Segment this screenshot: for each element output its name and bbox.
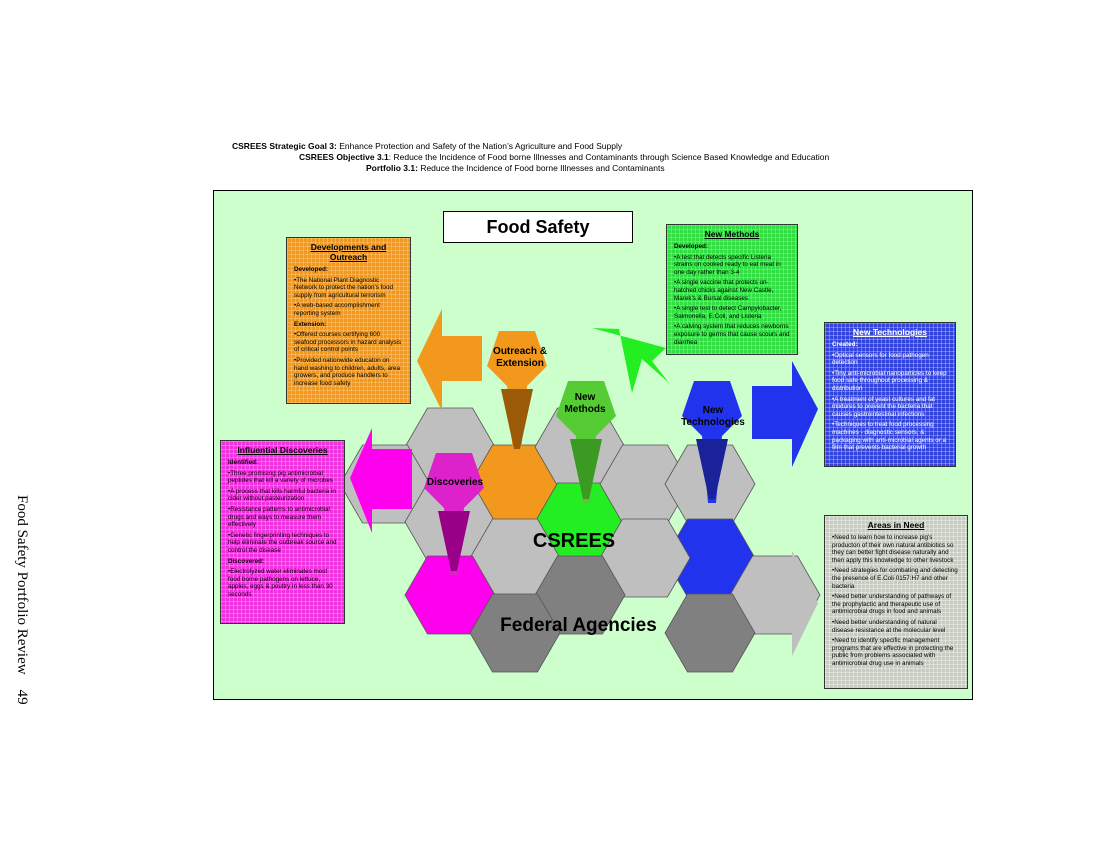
- orange-arrow: [417, 309, 482, 411]
- influential-box: Influential Discoveries Identified: •Thr…: [220, 440, 345, 624]
- diagram-panel: Food Safety Developments and Outreach De…: [213, 190, 973, 700]
- developments-box: Developments and Outreach Developed: •Th…: [286, 237, 411, 404]
- list-item: •Techniques to treat food processing mac…: [832, 421, 947, 452]
- developments-title: Developments and Outreach: [310, 242, 387, 262]
- technologies-funnel-label: New Technologies: [681, 405, 745, 428]
- list-item: •A test that detects specific Listeria s…: [674, 253, 781, 276]
- list-item: •The National Plant Diagnostic Network t…: [294, 276, 393, 299]
- list-item: •Optical sensors for food pathogen detec…: [832, 351, 929, 367]
- methods-funnel-core: [570, 439, 602, 499]
- list-item: •A web-based accomplishment reporting sy…: [294, 302, 380, 317]
- methods-funnel-label: New Methods: [564, 392, 606, 415]
- new-technologies-sub1: Created:: [832, 341, 858, 348]
- discoveries-funnel-core: [438, 511, 470, 571]
- new-methods-box: New Methods Developed: •A test that dete…: [666, 224, 798, 355]
- list-item: •Need better understanding of natural di…: [832, 618, 946, 634]
- goal-text: Enhance Protection and Safety of the Nat…: [336, 141, 623, 151]
- diagram-art: [339, 309, 821, 673]
- influential-sub1: Identified:: [228, 459, 259, 466]
- new-technologies-box: New Technologies Created: •Optical senso…: [824, 322, 956, 467]
- list-item: •Three promising pig antimicrobial pepti…: [228, 469, 333, 485]
- list-item: •A calving system that reduces newborns …: [674, 323, 790, 346]
- green-arrow: [592, 328, 669, 393]
- discoveries-funnel-label: Discoveries: [426, 477, 484, 488]
- list-item: •A treatment of yeast cultures and fat m…: [832, 395, 936, 418]
- list-item: •A single test to detect Campylobacter, …: [674, 305, 782, 320]
- objective-label: CSREES Objective 3.1: [299, 152, 389, 162]
- page-footer: Food Safety Portfolio Review 49: [14, 495, 30, 705]
- diagram-title: Food Safety: [443, 211, 633, 243]
- goal-label: CSREES Strategic Goal 3:: [232, 141, 337, 151]
- list-item: •Resistance patterns to antimicrobial dr…: [228, 505, 330, 529]
- portfolio-text: Reduce the Incidence of Food borne Illne…: [417, 163, 665, 173]
- list-item: •Need to learn how to increase pig’s pro…: [832, 534, 954, 564]
- influential-title: Influential Discoveries: [237, 445, 328, 455]
- list-item: •A process that kills harmful bacteria i…: [228, 487, 336, 503]
- areas-in-need-box: Areas in Need •Need to learn how to incr…: [824, 515, 968, 689]
- objective-text: : Reduce the Incidence of Food borne Ill…: [388, 152, 830, 162]
- diagram-hexagon: [664, 593, 756, 673]
- new-methods-sub1: Developed:: [674, 243, 708, 250]
- list-item: •Need strategies for combating and detec…: [832, 567, 958, 590]
- outreach-funnel-label: Outreach & Extension: [493, 346, 547, 369]
- list-item: •Need to identify specific management pr…: [832, 637, 954, 667]
- diagram-hexagon: [469, 593, 561, 673]
- list-item: •Offered courses certifying 600 seafood …: [294, 331, 402, 354]
- csrees-label: CSREES: [532, 530, 616, 552]
- blue-arrow: [752, 361, 818, 467]
- developments-sub1: Developed:: [294, 266, 328, 273]
- list-item: •Tiny anti-microbial nanoparticles to ke…: [832, 369, 947, 392]
- developments-sub2: Extension:: [294, 320, 327, 328]
- list-item: •Provided nationwide educaton on hand wa…: [294, 356, 401, 387]
- magenta-arrow: [350, 428, 412, 533]
- objective-line: CSREES Objective 3.1: Reduce the Inciden…: [299, 152, 829, 162]
- new-methods-title: New Methods: [704, 229, 760, 239]
- gray-arrow: [752, 551, 818, 656]
- areas-in-need-title: Areas in Need: [867, 520, 925, 530]
- list-item: •A single vaccine that protects un-hatch…: [674, 279, 774, 302]
- federal-agencies-label: Federal Agencies: [500, 615, 657, 636]
- influential-sub2: Discovered:: [228, 557, 265, 565]
- technologies-funnel-core: [696, 439, 728, 499]
- list-item: •Need better understanding of pathways o…: [832, 593, 952, 616]
- list-item: •Genetic fingerprinting techniques to he…: [228, 531, 337, 554]
- goal-line: CSREES Strategic Goal 3: Enhance Protect…: [232, 141, 622, 151]
- portfolio-label: Portfolio 3.1:: [366, 163, 418, 173]
- outreach-funnel-core: [501, 389, 533, 449]
- list-item: •Electrolyzed water eliminates most food…: [228, 568, 333, 598]
- portfolio-line: Portfolio 3.1: Reduce the Incidence of F…: [366, 163, 665, 173]
- new-technologies-title: New Technologies: [853, 327, 927, 337]
